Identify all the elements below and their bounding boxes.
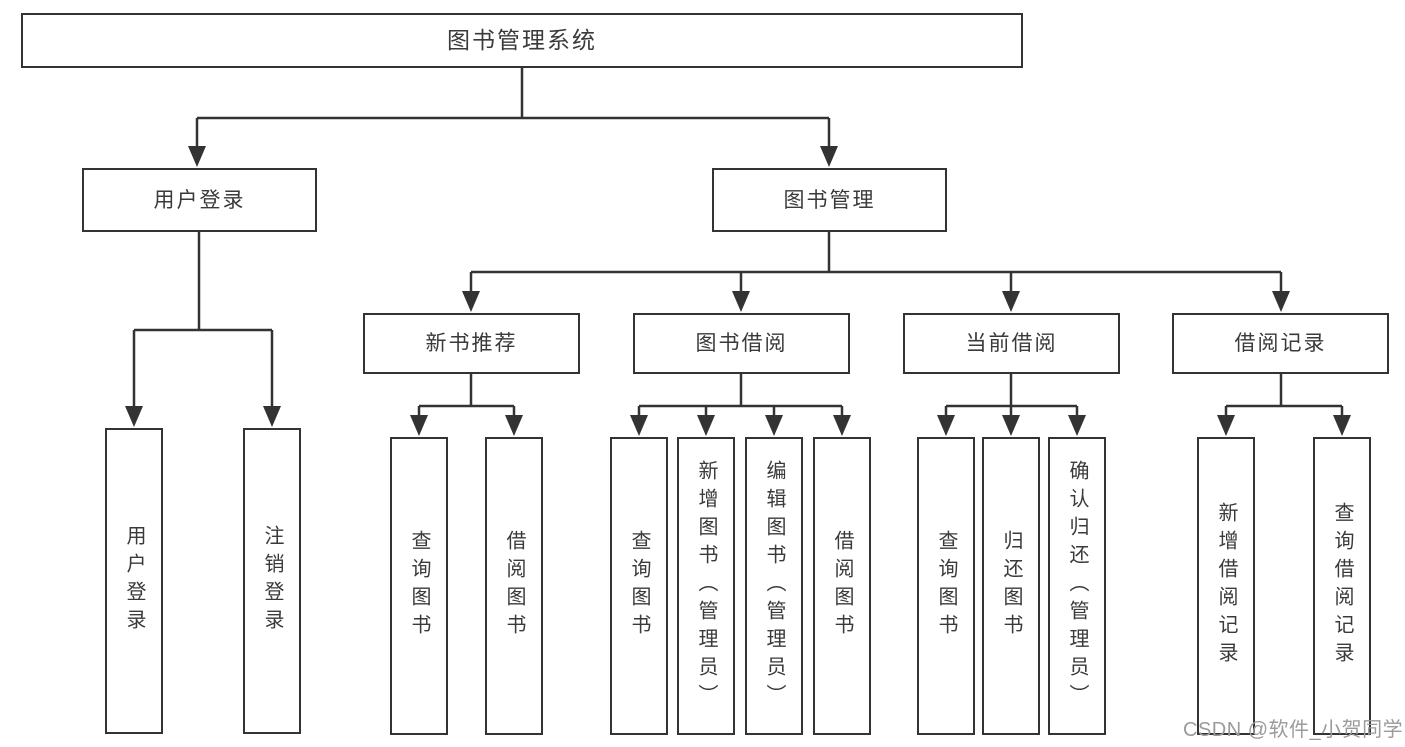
leaf-logout: 注销登录 [243,428,301,734]
leaf-user-login: 用户登录 [105,428,163,734]
leaf-current-query-books: 查询图书 [917,437,975,735]
leaf-newbook-borrow-books: 借阅图书 [485,437,543,735]
watermark: CSDN @软件_小贺同学 [1183,719,1404,741]
leaf-newbook-query-books: 查询图书 [390,437,448,735]
node-book-management: 图书管理 [712,168,947,232]
leaf-record-query: 查询借阅记录 [1313,437,1371,735]
leaf-record-add: 新增借阅记录 [1197,437,1255,735]
leaf-borrow-borrow-books: 借阅图书 [813,437,871,735]
leaf-borrow-edit-books-admin: 编辑图书（管理员） [745,437,803,735]
node-current-borrow: 当前借阅 [903,313,1120,374]
leaf-current-confirm-return-admin: 确认归还（管理员） [1048,437,1106,735]
leaf-borrow-query-books: 查询图书 [610,437,668,735]
leaf-borrow-add-books-admin: 新增图书（管理员） [677,437,735,735]
node-root: 图书管理系统 [21,13,1023,68]
node-book-borrow: 图书借阅 [633,313,850,374]
node-new-book-recommend: 新书推荐 [363,313,580,374]
node-borrow-record: 借阅记录 [1172,313,1389,374]
leaf-current-return-books: 归还图书 [982,437,1040,735]
node-user-login: 用户登录 [82,168,317,232]
